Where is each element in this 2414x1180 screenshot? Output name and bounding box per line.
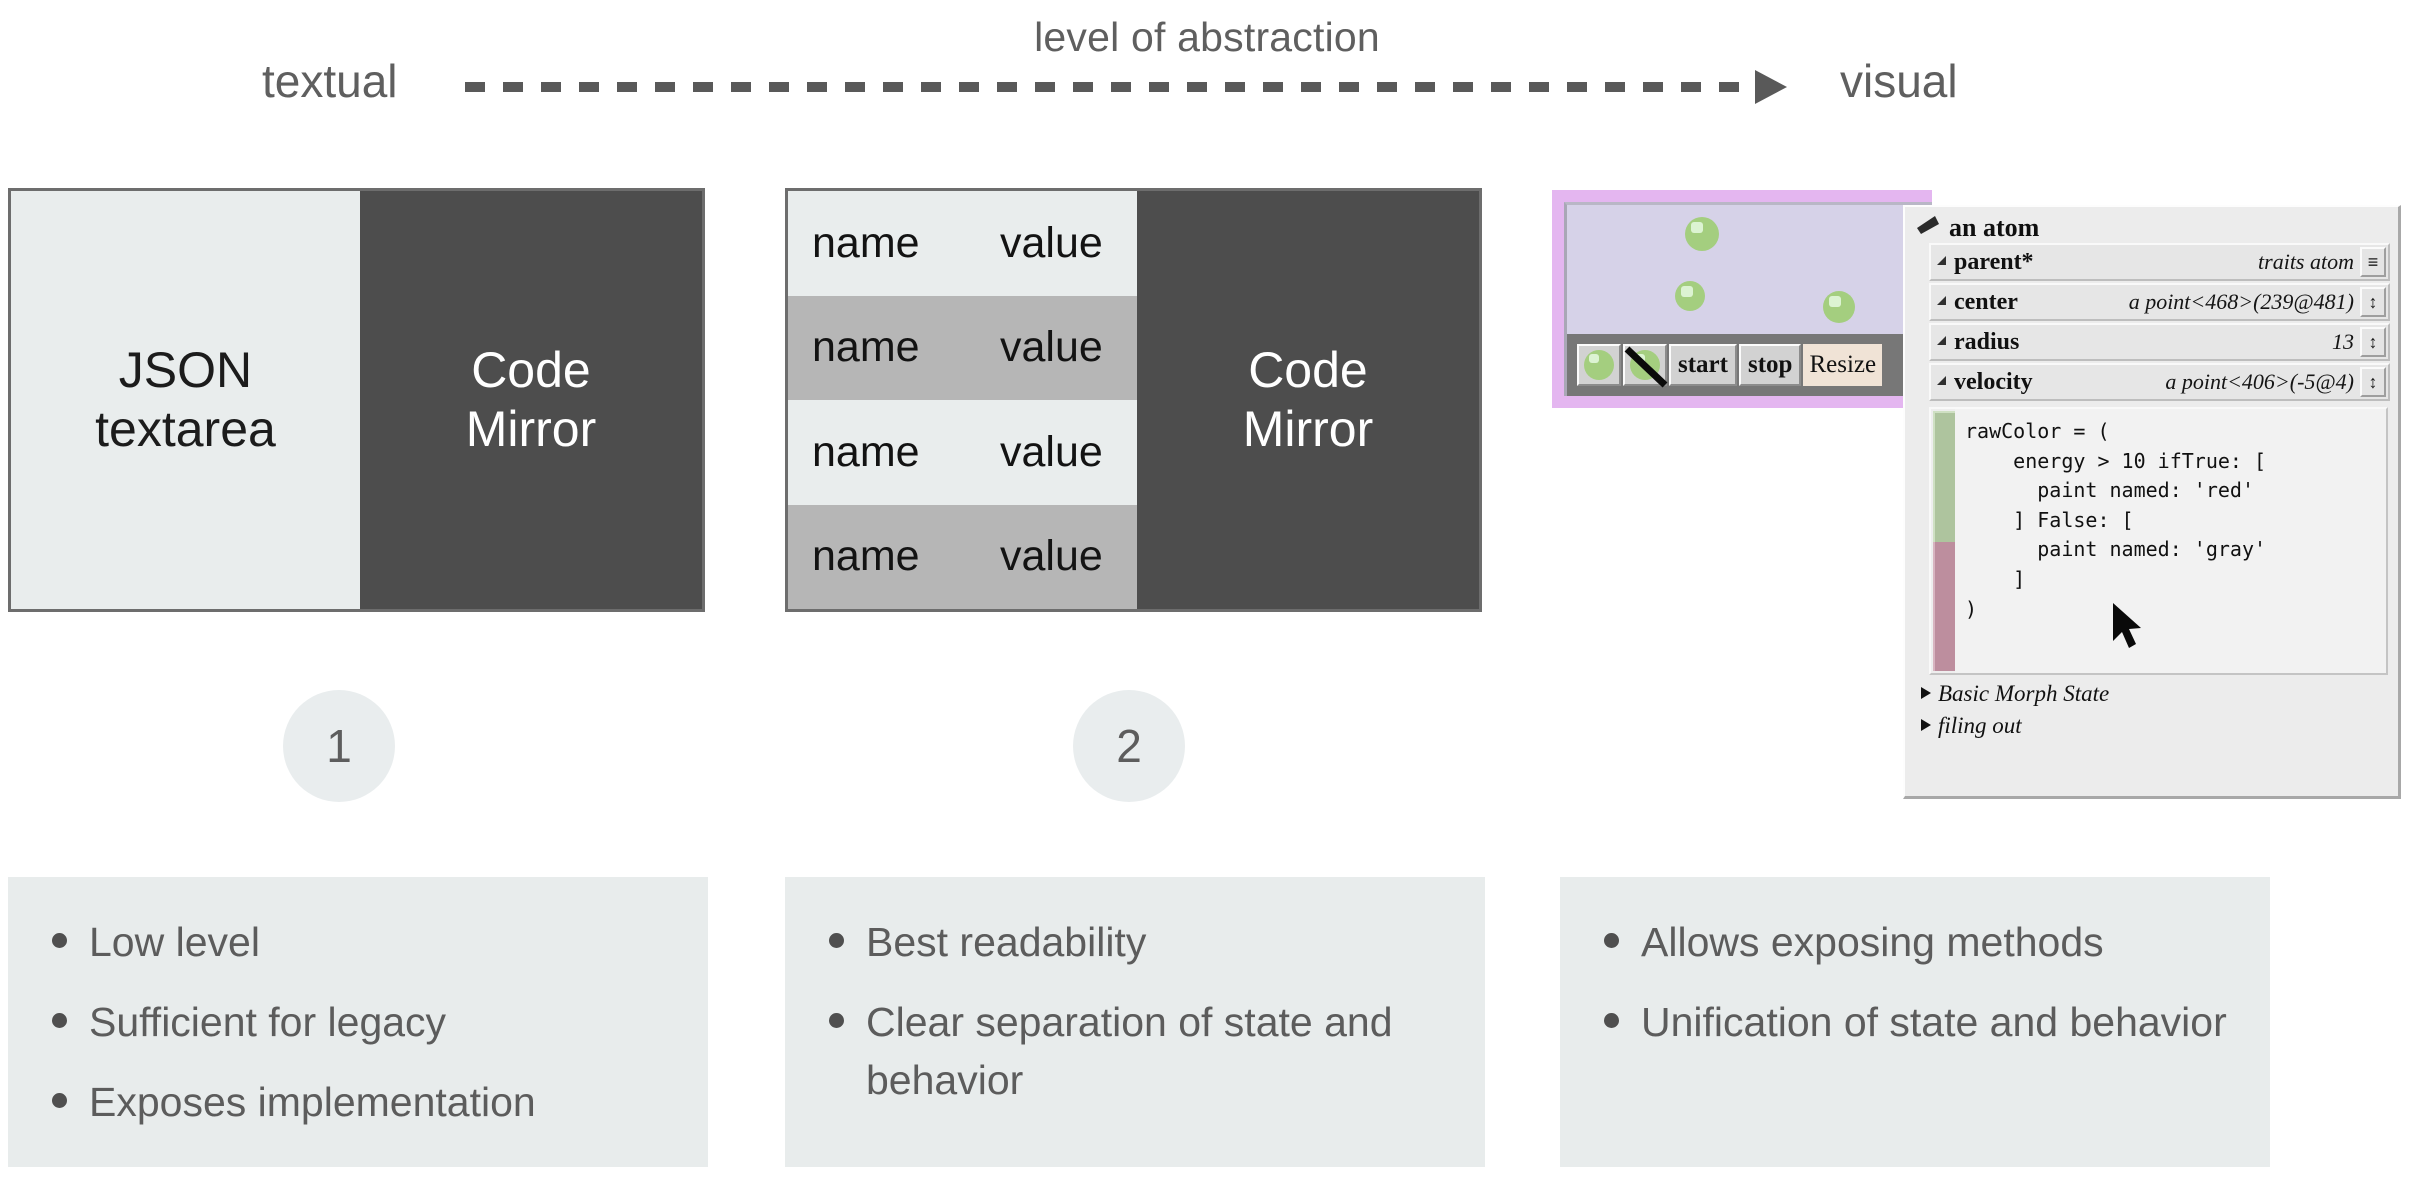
cell-name: name xyxy=(812,532,920,581)
corner-marker-icon xyxy=(1935,254,1951,270)
corner-marker-icon xyxy=(1935,334,1951,350)
table-row: name value xyxy=(788,191,1137,296)
cell-name: name xyxy=(812,218,920,267)
green-ball-icon xyxy=(1584,350,1614,380)
row-key: center xyxy=(1954,288,2018,315)
step-badge-1: 1 xyxy=(283,690,395,802)
stop-button[interactable]: stop xyxy=(1738,344,1802,386)
list-item-label: Allows exposing methods xyxy=(1641,919,2104,965)
list-item: Exposes implementation xyxy=(42,1073,682,1131)
axis-left-label: textual xyxy=(262,55,398,107)
code-editor-pane[interactable]: rawColor = ( energy > 10 ifTrue: [ paint… xyxy=(1929,407,2388,675)
corner-marker-icon xyxy=(1935,294,1951,310)
list-item: Best readability xyxy=(819,913,1459,971)
mockup-panel-1: JSON textarea Code Mirror xyxy=(8,188,705,612)
list-item: Sufficient for legacy xyxy=(42,993,682,1051)
atom-ball xyxy=(1823,291,1855,323)
resize-field[interactable]: Resize xyxy=(1803,344,1883,386)
inspector-footer-basic-morph-state[interactable]: Basic Morph State xyxy=(1919,681,2390,707)
cell-name: name xyxy=(812,427,920,476)
table-row: name value xyxy=(788,295,1137,400)
cell-value: value xyxy=(1000,427,1103,476)
list-item: Unification of state and behavior xyxy=(1594,993,2244,1051)
name-value-table: name value name value name value name va… xyxy=(788,191,1137,609)
list-item-label: Clear separation of state and behavior xyxy=(866,999,1393,1104)
inspector-row-velocity[interactable]: velocity a point<406>(-5@4) ↕ xyxy=(1929,363,2390,401)
atom-ball xyxy=(1675,281,1705,311)
list-item-label: Exposes implementation xyxy=(89,1079,536,1126)
list-item: Low level xyxy=(42,913,682,971)
list-item: Clear separation of state and behavior xyxy=(819,993,1459,1109)
bullet-dot-icon xyxy=(52,1013,67,1029)
axis-right-label: visual xyxy=(1840,55,1958,107)
list-item-label: Best readability xyxy=(866,919,1147,965)
code-mirror-mock-2: Code Mirror xyxy=(1136,191,1479,609)
bullet-dot-icon xyxy=(829,933,844,948)
code-source-text[interactable]: rawColor = ( energy > 10 ifTrue: [ paint… xyxy=(1955,409,2386,673)
pros-list-1: Low level Sufficient for legacy Exposes … xyxy=(8,877,708,1167)
inspector-footer-filing-out[interactable]: filing out xyxy=(1919,713,2390,739)
row-value: traits atom xyxy=(2258,249,2354,274)
green-ball-crossed-icon-button[interactable] xyxy=(1623,344,1668,388)
bullet-dot-icon xyxy=(829,1013,844,1029)
green-ball-icon xyxy=(1630,350,1660,380)
inspector-row-radius[interactable]: radius 13 ↕ xyxy=(1929,323,2390,361)
list-item: Allows exposing methods xyxy=(1594,913,2244,971)
bullet-dot-icon xyxy=(52,933,67,948)
bullet-dot-icon xyxy=(1604,933,1619,948)
step-badge-2: 2 xyxy=(1073,690,1185,802)
row-stepper-icon[interactable]: ↕ xyxy=(2360,287,2386,317)
row-key: velocity xyxy=(1954,368,2033,395)
triangle-right-icon xyxy=(1919,681,1933,707)
object-inspector-window: an atom parent* traits atom ≡ center a p… xyxy=(1903,205,2401,799)
list-item-label: Unification of state and behavior xyxy=(1641,999,2227,1046)
json-textarea-mock: JSON textarea xyxy=(11,191,360,609)
axis-dashed-line xyxy=(465,82,1765,92)
row-key: radius xyxy=(1954,328,2020,355)
gutter-green-bar xyxy=(1933,411,1955,542)
inspector-title-label: an atom xyxy=(1949,213,2040,242)
row-stepper-icon[interactable]: ↕ xyxy=(2360,367,2386,397)
table-row: name value xyxy=(788,504,1137,609)
gutter-rose-bar xyxy=(1933,542,1955,671)
morphic-toolbar: start stop Resize xyxy=(1567,334,1932,396)
inspector-row-center[interactable]: center a point<468>(239@481) ↕ xyxy=(1929,283,2390,321)
row-value: 13 xyxy=(2332,329,2354,354)
green-ball-icon-button[interactable] xyxy=(1577,344,1621,386)
cell-value: value xyxy=(1000,323,1103,372)
pros-list-2: Best readability Clear separation of sta… xyxy=(785,877,1485,1167)
abstraction-axis: level of abstraction textual visual xyxy=(0,0,2414,140)
flag-icon xyxy=(1915,213,1941,243)
cell-value: value xyxy=(1000,218,1103,267)
list-item-label: Low level xyxy=(89,919,260,965)
corner-marker-icon xyxy=(1935,374,1951,390)
atom-ball xyxy=(1685,217,1719,251)
axis-title: level of abstraction xyxy=(1034,14,1380,60)
code-mirror-mock-1: Code Mirror xyxy=(359,191,702,609)
morphic-world-canvas: start stop Resize xyxy=(1564,202,1932,396)
row-value: a point<468>(239@481) xyxy=(2128,289,2354,314)
mouse-cursor-icon xyxy=(2109,601,2155,662)
table-row: name value xyxy=(788,400,1137,505)
list-item-label: Sufficient for legacy xyxy=(89,999,447,1046)
footer-label: Basic Morph State xyxy=(1938,681,2110,706)
morphic-window: start stop Resize xyxy=(1552,190,1932,408)
footer-label: filing out xyxy=(1938,713,2022,738)
triangle-right-icon xyxy=(1919,713,1933,739)
row-stepper-icon[interactable]: ↕ xyxy=(2360,327,2386,357)
inspector-row-parent[interactable]: parent* traits atom ≡ xyxy=(1929,243,2390,281)
row-menu-icon[interactable]: ≡ xyxy=(2360,247,2386,277)
cell-name: name xyxy=(812,323,920,372)
cell-value: value xyxy=(1000,532,1103,581)
pros-list-3: Allows exposing methods Unification of s… xyxy=(1560,877,2270,1167)
bullet-dot-icon xyxy=(1604,1013,1619,1029)
row-value: a point<406>(-5@4) xyxy=(2165,369,2354,394)
row-key: parent* xyxy=(1954,248,2034,275)
code-gutter xyxy=(1933,411,1955,671)
arrow-right-icon xyxy=(1755,70,1787,104)
mockup-panel-2: name value name value name value name va… xyxy=(785,188,1482,612)
inspector-title-bar: an atom xyxy=(1913,213,2390,243)
bullet-dot-icon xyxy=(52,1093,67,1109)
start-button[interactable]: start xyxy=(1669,344,1737,386)
